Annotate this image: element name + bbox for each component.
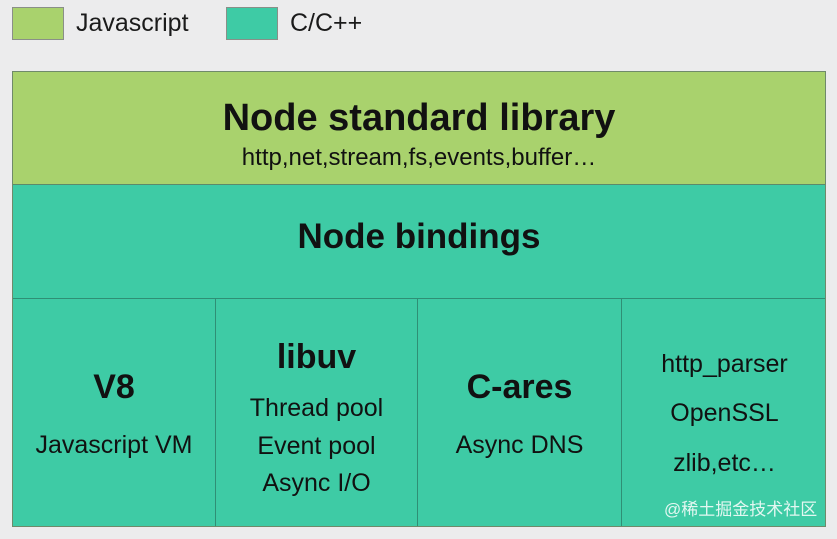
dependencies-layer: V8 Javascript VM libuv Thread pool Event…: [13, 299, 825, 526]
dependency-line: Async DNS: [455, 431, 584, 459]
legend-swatch-javascript: [12, 7, 64, 40]
dependency-c-ares: C-ares Async DNS: [418, 299, 622, 526]
node-standard-library-layer: Node standard library http,net,stream,fs…: [13, 72, 825, 185]
dependency-line: Async I/O: [262, 469, 371, 497]
dependency-line: Thread pool: [249, 394, 384, 422]
dependency-line: Event pool: [257, 432, 376, 460]
node-architecture-diagram: Node standard library http,net,stream,fs…: [12, 71, 826, 527]
dependency-other-libs: http_parser OpenSSL zlib,etc…: [622, 299, 825, 526]
dependency-title: C-ares: [466, 368, 573, 406]
standard-library-title: Node standard library: [222, 97, 616, 139]
bindings-title: Node bindings: [297, 217, 541, 256]
legend-label-javascript: Javascript: [76, 9, 189, 37]
legend-swatch-cpp: [226, 7, 278, 40]
node-bindings-layer: Node bindings: [13, 185, 825, 299]
watermark: @稀土掘金技术社区: [664, 500, 818, 519]
standard-library-modules: http,net,stream,fs,events,buffer…: [241, 144, 597, 171]
dependency-title: libuv: [276, 338, 357, 376]
dependency-libuv: libuv Thread pool Event pool Async I/O: [216, 299, 418, 526]
dependency-title: V8: [93, 368, 135, 406]
legend-label-cpp: C/C++: [290, 9, 363, 37]
dependency-line: http_parser: [661, 350, 788, 378]
dependency-line: OpenSSL: [670, 399, 779, 427]
dependency-line: zlib,etc…: [673, 449, 776, 477]
dependency-line: Javascript VM: [35, 431, 193, 459]
dependency-v8: V8 Javascript VM: [13, 299, 216, 526]
